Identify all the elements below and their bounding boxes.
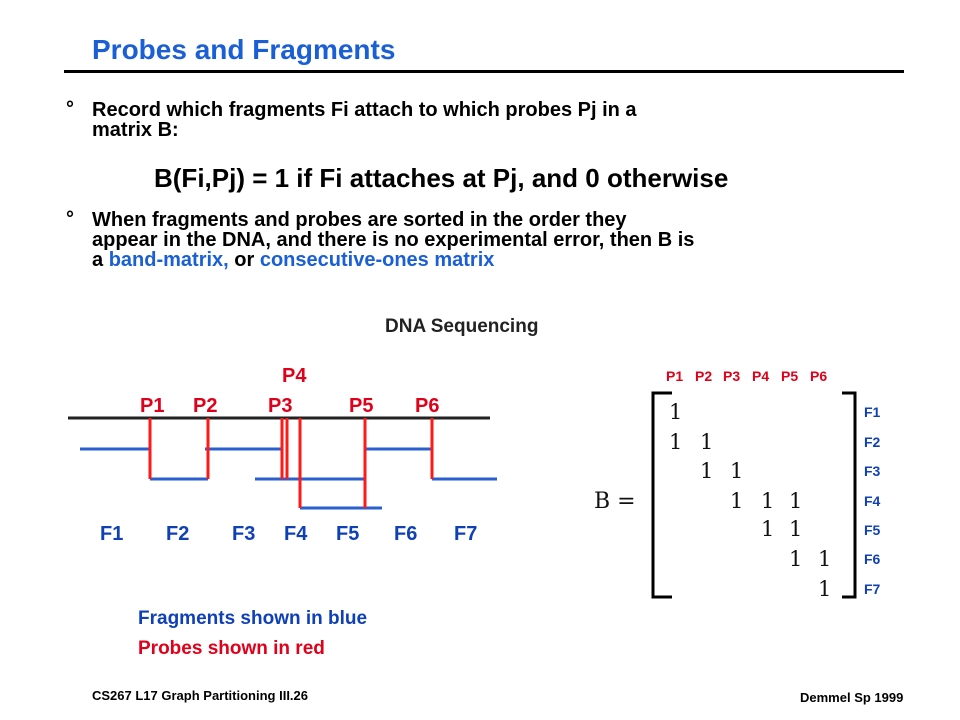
probes (148, 418, 434, 508)
matrix-cell: 1 (789, 489, 802, 513)
legend-probes: Probes shown in red (138, 638, 325, 659)
fragment-lower-segments (150, 477, 382, 510)
bullet-2-prefix: a (92, 249, 109, 271)
matrix-cell: 1 (789, 517, 802, 541)
matrix-col-label: P5 (781, 368, 798, 384)
term-band-matrix: band-matrix, (108, 249, 229, 271)
matrix-cell: 1 (669, 430, 682, 454)
matrix-column-labels: P1 P2 P3 P4 P5 P6 (666, 368, 827, 384)
matrix-col-label: P1 (666, 368, 683, 384)
bullet-1-line-2: matrix B: (92, 119, 179, 141)
fragment-label: F5 (336, 523, 359, 545)
diagram-title: DNA Sequencing (385, 316, 538, 337)
matrix-cell: 1 (730, 459, 743, 483)
matrix-cell: 1 (761, 489, 774, 513)
matrix-cell: 1 (700, 459, 713, 483)
matrix-cell: 1 (669, 400, 682, 424)
title-rule (64, 70, 904, 73)
right-bracket (842, 391, 857, 599)
bullet-2-line-1: When fragments and probes are sorted in … (92, 209, 627, 231)
bullet-1: Record which fragments Fi attach to whic… (92, 100, 637, 140)
matrix-row-label: F1 (864, 404, 881, 420)
bullet-2: When fragments and probes are sorted in … (92, 210, 694, 270)
matrix-row-label: F2 (864, 434, 881, 450)
fragment-label: F1 (100, 523, 123, 545)
probe-label: P6 (415, 395, 439, 417)
bullet-1-line-1: Record which fragments Fi attach to whic… (92, 99, 637, 121)
fragment-label: F4 (284, 523, 308, 545)
matrix-cell: 1 (818, 547, 831, 571)
bullet-marker: ° (66, 208, 74, 230)
matrix-brackets (651, 391, 857, 599)
matrix-entries: 1 1 1 1 1 1 1 1 1 1 1 1 1 (669, 400, 831, 601)
probe-label: P5 (349, 395, 373, 417)
fragment-label: F3 (232, 523, 255, 545)
matrix-label: B = (594, 489, 636, 514)
matrix-col-label: P2 (695, 368, 712, 384)
fragment-label: F6 (394, 523, 417, 545)
bullet-2-line-3: a band-matrix, or consecutive-ones matri… (92, 250, 694, 270)
matrix-b: P1 P2 P3 P4 P5 P6 B = 1 1 1 1 1 1 1 1 1 … (594, 368, 881, 601)
bullet-2-line-2: appear in the DNA, and there is no exper… (92, 229, 695, 251)
matrix-col-label: P4 (752, 368, 769, 384)
dna-sequencing-diagram: DNA Sequencing P1 P2 P3 P4 P5 P6 F1 F2 F… (68, 316, 538, 659)
left-bracket (651, 391, 672, 599)
matrix-cell: 1 (789, 547, 802, 571)
probe-label: P1 (140, 395, 164, 417)
term-consecutive-ones: consecutive-ones matrix (259, 249, 495, 271)
probe-label: P4 (282, 365, 307, 387)
probe-label: P3 (268, 395, 292, 417)
matrix-col-label: P6 (810, 368, 827, 384)
legend-fragments: Fragments shown in blue (138, 608, 367, 629)
matrix-col-label: P3 (723, 368, 740, 384)
fragment-label: F2 (166, 523, 189, 545)
footer-course-label: CS267 L17 Graph Partitioning III.26 (92, 688, 309, 703)
matrix-row-label: F3 (864, 463, 881, 479)
probe-label: P2 (193, 395, 217, 417)
slide-title: Probes and Fragments (92, 34, 396, 65)
fragment-label: F7 (454, 523, 477, 545)
matrix-row-label: F7 (864, 581, 881, 597)
matrix-cell: 1 (818, 577, 831, 601)
fragments (80, 447, 497, 481)
footer-author-label: Demmel Sp 1999 (800, 690, 904, 705)
matrix-cell: 1 (761, 517, 774, 541)
fragment-labels: F1 F2 F3 F4 F5 F6 F7 (100, 523, 477, 545)
matrix-row-label: F6 (864, 551, 881, 567)
matrix-row-label: F5 (864, 522, 881, 538)
bullet-2-mid: or (228, 249, 260, 271)
matrix-row-labels: F1 F2 F3 F4 F5 F6 F7 (864, 404, 881, 597)
matrix-cell: 1 (700, 430, 713, 454)
bullet-marker: ° (66, 98, 74, 120)
matrix-row-label: F4 (864, 493, 881, 509)
probe-labels: P1 P2 P3 P4 P5 P6 (140, 365, 439, 417)
matrix-cell: 1 (730, 489, 743, 513)
formula: B(Fi,Pj) = 1 if Fi attaches at Pj, and 0… (154, 163, 729, 193)
